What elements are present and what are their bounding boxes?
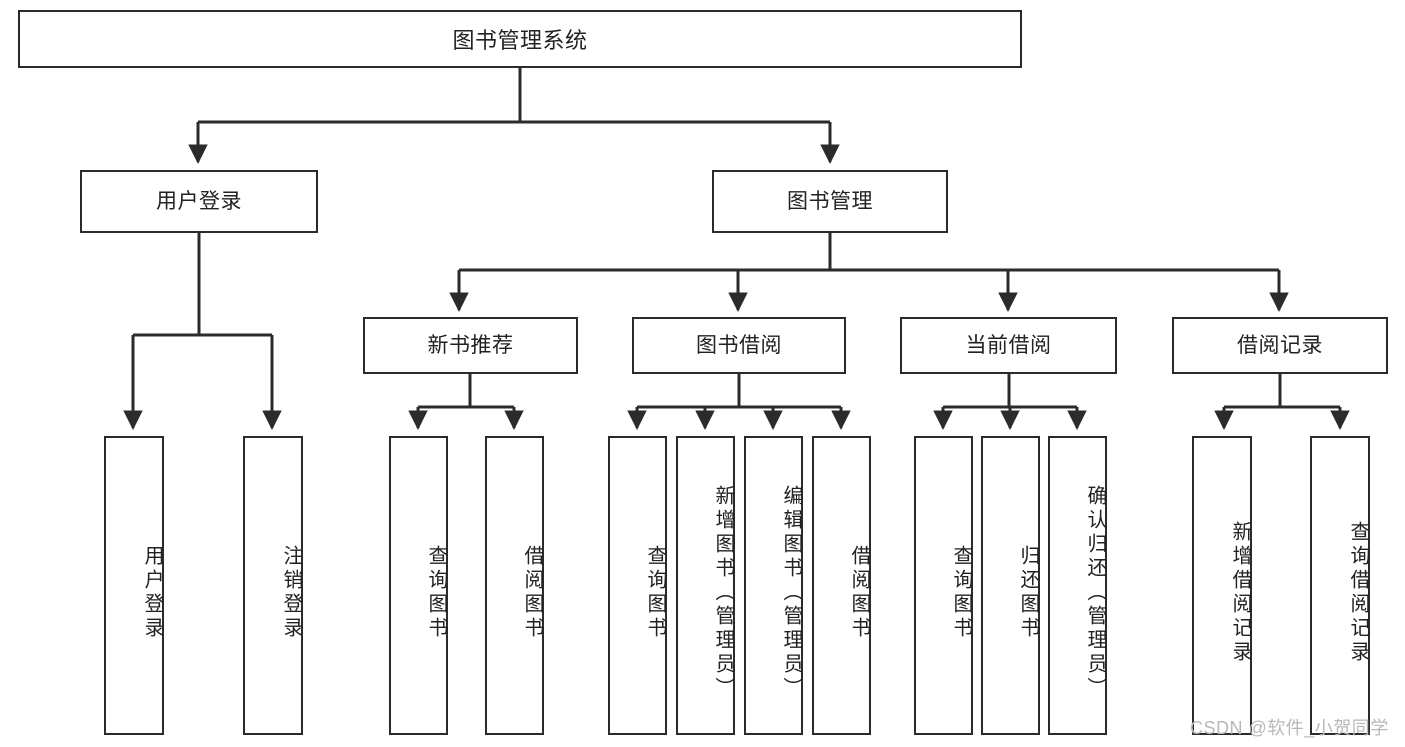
- leaf-confirm-return-label: 确认归还（管理员）: [1084, 484, 1106, 701]
- leaf-edit-book-label: 编辑图书（管理员）: [780, 484, 802, 701]
- leaf-user-login-label: 用户登录: [141, 544, 163, 641]
- node-current-borrow-label: 当前借阅: [965, 333, 1052, 357]
- node-book-management-label: 图书管理: [787, 189, 873, 213]
- leaf-borrow-book-1-label: 借阅图书: [521, 544, 543, 641]
- node-user-login-label: 用户登录: [156, 189, 242, 213]
- node-root-label: 图书管理系统: [452, 28, 588, 53]
- leaf-return-book[interactable]: 归还图书: [981, 436, 1040, 735]
- leaf-query-book-3[interactable]: 查询图书: [914, 436, 973, 735]
- leaf-query-book-3-label: 查询图书: [950, 544, 972, 641]
- leaf-add-book-label: 新增图书（管理员）: [712, 484, 734, 701]
- node-borrow-record[interactable]: 借阅记录: [1172, 317, 1388, 374]
- leaf-return-book-label: 归还图书: [1017, 544, 1039, 641]
- leaf-add-record[interactable]: 新增借阅记录: [1192, 436, 1252, 735]
- leaf-query-record-label: 查询借阅记录: [1347, 520, 1369, 665]
- leaf-query-book-1[interactable]: 查询图书: [389, 436, 448, 735]
- leaf-add-book[interactable]: 新增图书（管理员）: [676, 436, 735, 735]
- leaf-query-book-2[interactable]: 查询图书: [608, 436, 667, 735]
- watermark: CSDN @软件_小贺同学: [1190, 718, 1389, 738]
- node-user-login[interactable]: 用户登录: [80, 170, 318, 233]
- node-borrow-record-label: 借阅记录: [1237, 333, 1323, 357]
- leaf-add-record-label: 新增借阅记录: [1229, 520, 1251, 665]
- leaf-borrow-book-1[interactable]: 借阅图书: [485, 436, 544, 735]
- leaf-query-book-2-label: 查询图书: [644, 544, 666, 641]
- leaf-query-book-1-label: 查询图书: [425, 544, 447, 641]
- node-book-borrow-label: 图书借阅: [696, 333, 782, 357]
- leaf-logout[interactable]: 注销登录: [243, 436, 303, 735]
- leaf-query-record[interactable]: 查询借阅记录: [1310, 436, 1370, 735]
- leaf-confirm-return[interactable]: 确认归还（管理员）: [1048, 436, 1107, 735]
- leaf-user-login[interactable]: 用户登录: [104, 436, 164, 735]
- leaf-borrow-book-2[interactable]: 借阅图书: [812, 436, 871, 735]
- leaf-borrow-book-2-label: 借阅图书: [848, 544, 870, 641]
- node-book-management[interactable]: 图书管理: [712, 170, 948, 233]
- node-new-book-recommend[interactable]: 新书推荐: [363, 317, 578, 374]
- leaf-logout-label: 注销登录: [280, 544, 302, 641]
- node-current-borrow[interactable]: 当前借阅: [900, 317, 1117, 374]
- node-new-book-recommend-label: 新书推荐: [427, 333, 514, 357]
- node-root[interactable]: 图书管理系统: [18, 10, 1022, 68]
- node-book-borrow[interactable]: 图书借阅: [632, 317, 846, 374]
- leaf-edit-book[interactable]: 编辑图书（管理员）: [744, 436, 803, 735]
